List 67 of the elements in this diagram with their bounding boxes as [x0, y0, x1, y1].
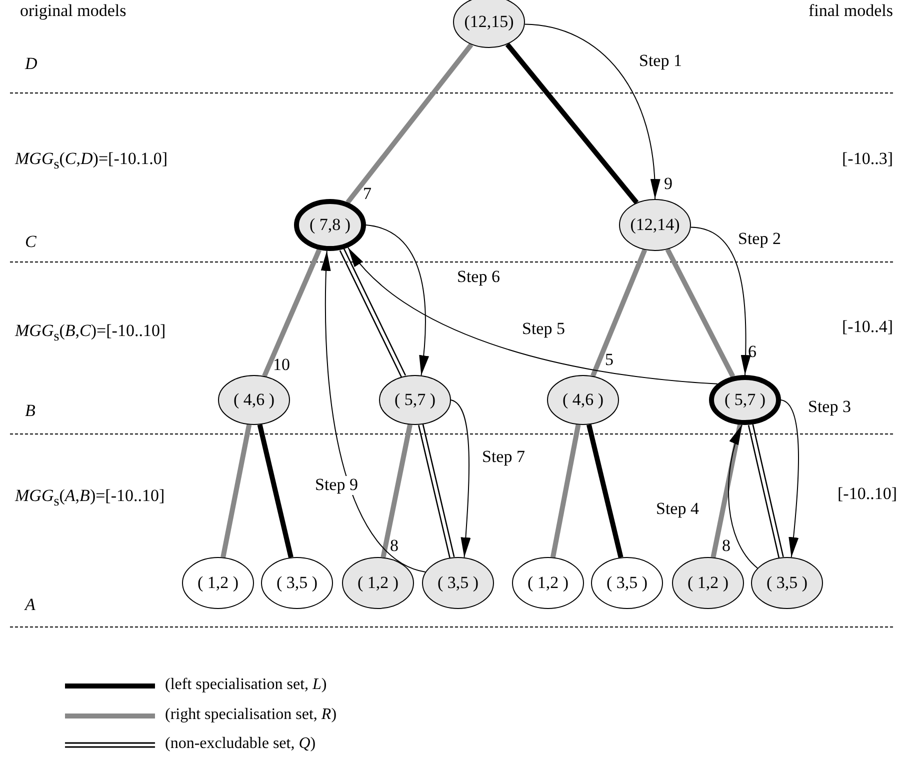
column-heading: original models: [20, 2, 126, 21]
legend-text: (left specialisation set, L): [165, 676, 327, 694]
column-heading: final models: [808, 2, 893, 21]
tree-node: ( 4,6 ): [547, 375, 619, 425]
edge-label: Step 5: [520, 320, 567, 339]
tree-branch: [710, 424, 742, 558]
step-arrow: [450, 400, 471, 558]
range-label: MGG$_{s}$(B,C)=[-10..10]: [15, 322, 166, 345]
step-arrow: [524, 24, 660, 200]
range-label: MGG$_{s}$(C,D)=[-10.1.0]: [15, 150, 168, 173]
tree-node: ( 1,2 ): [342, 557, 414, 609]
tree-node: (12,15): [453, 0, 525, 48]
level-name: B: [25, 402, 36, 421]
weight-number: 8: [390, 537, 398, 556]
legend-text: (non-excludable set, Q): [165, 735, 316, 753]
level-name: C: [25, 233, 36, 252]
tree-node: (12,14): [619, 199, 691, 251]
tree-branch: [220, 424, 252, 558]
double-line: [418, 424, 455, 559]
step-arrow: [780, 400, 799, 558]
range-label: [-10..4]: [842, 318, 893, 337]
tree-branch: [586, 424, 624, 558]
edge-label: Step 1: [637, 52, 684, 71]
step-arrow: [728, 424, 758, 569]
tree-node: ( 1,2 ): [182, 557, 254, 609]
level-name: A: [25, 596, 36, 615]
weight-number: 6: [748, 343, 756, 362]
step-arrow: [348, 247, 718, 384]
edge-label: Step 9: [313, 476, 360, 495]
tree-node: ( 3,5 ): [751, 557, 823, 609]
step-arrow: [690, 226, 751, 376]
edge-label: Step 3: [806, 398, 853, 417]
tree-branch: [590, 248, 648, 377]
step-arrow: [321, 250, 426, 572]
tree-branch: [257, 424, 294, 558]
edge-label: Step 4: [654, 500, 701, 519]
tree-branch: [665, 248, 736, 378]
tree-branch: [380, 424, 412, 558]
weight-number: 7: [363, 185, 372, 204]
tree-branch: [550, 424, 581, 558]
double-line: [748, 424, 784, 558]
tree-node: ( 1,2 ): [512, 557, 584, 609]
legend-text: (right specialisation set, R): [165, 706, 337, 724]
weight-number: 8: [722, 537, 730, 556]
tree-branch: [262, 248, 322, 378]
edge-label: Step 2: [736, 230, 783, 249]
tree-node: ( 7,8 ): [294, 199, 366, 251]
weight-number: 10: [273, 356, 290, 375]
tree-node: ( 1,2 ): [672, 557, 744, 609]
tree-node: ( 3,5 ): [261, 557, 333, 609]
tree-node: ( 5,7 ): [379, 375, 451, 425]
range-label: [-10..10]: [838, 485, 897, 504]
weight-number: 9: [664, 175, 672, 194]
edge-label: Step 7: [480, 448, 527, 467]
range-label: [-10..3]: [842, 150, 893, 169]
tree-node: ( 3,5 ): [422, 557, 494, 609]
edge-label: Step 6: [455, 268, 502, 287]
tree-node: ( 4,6 ): [218, 375, 290, 425]
tree-branch: [346, 43, 474, 204]
range-label: MGG$_{s}$(A,B)=[-10..10]: [15, 487, 165, 510]
weight-number: 5: [605, 351, 614, 370]
double-line: [339, 248, 406, 378]
level-name: D: [25, 55, 38, 74]
step-arrow: [366, 224, 429, 376]
tree-branch: [505, 42, 639, 204]
tree-node: ( 3,5 ): [591, 557, 663, 609]
tree-node: ( 5,7 ): [709, 375, 781, 425]
